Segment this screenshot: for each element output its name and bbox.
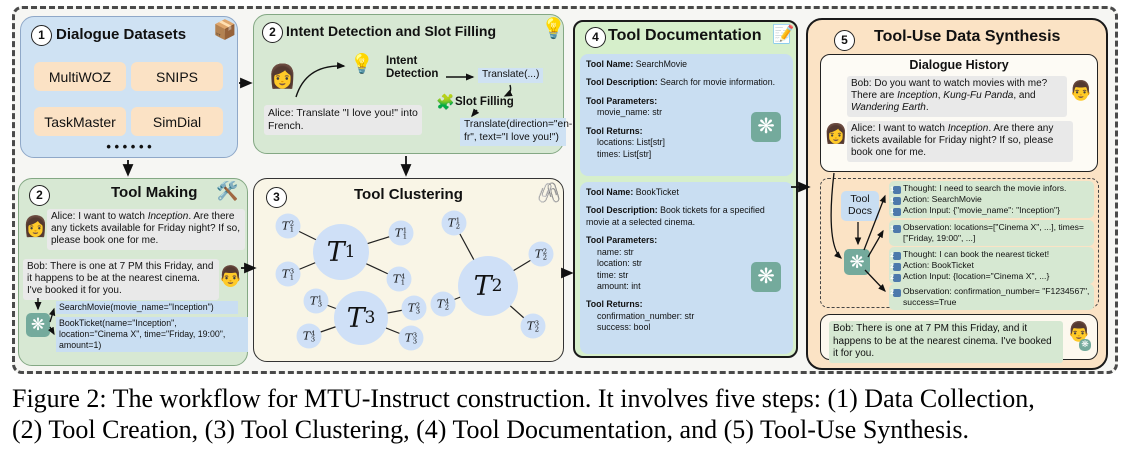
dataset-simdial: SimDial — [131, 107, 223, 136]
tool-call-bookticket: BookTicket(name="Inception", location="C… — [56, 317, 248, 352]
panel-title-tool-making: Tool Making — [111, 184, 198, 201]
panel-title-intent-slot: Intent Detection and Slot Filling — [286, 23, 496, 39]
cluster-t1-label: T — [326, 236, 345, 268]
alice-history-utterance: Alice: I want to watch Inception. Are th… — [847, 121, 1073, 162]
figure-caption: Figure 2: The workflow for MTU-Instruct … — [12, 383, 1132, 445]
dataset-snips: SNIPS — [131, 62, 223, 91]
dialogue-history-title: Dialogue History — [909, 58, 1009, 72]
openai-logo-icon: ❋ — [751, 112, 781, 142]
intent-detection-label: Intent Detection — [386, 55, 439, 81]
panel-tool-making: 2 Tool Making 🛠️ 👩 Alice: I want to watc… — [18, 178, 248, 366]
doc-field-description: Tool Description: Book tickets for a spe… — [586, 205, 765, 227]
intent-result-chip: Translate(...) — [478, 68, 544, 83]
openai-logo-icon: ❋ — [844, 249, 870, 275]
doc-field-parameters: Tool Parameters: movie_name: str — [586, 95, 663, 118]
step-number-1: 1 — [31, 25, 52, 46]
slot-result-chip: Translate(direction="en-fr", text="I lov… — [460, 118, 572, 146]
caption-line-1: Figure 2: The workflow for MTU-Instruct … — [12, 384, 1035, 413]
tool-doc-searchmovie: Tool Name: SearchMovie Tool Description:… — [580, 54, 793, 176]
step-number-3: 3 — [266, 187, 287, 208]
bob-avatar-icon: 👨 — [1067, 322, 1091, 343]
dataset-taskmaster: TaskMaster — [34, 107, 126, 136]
alice-utterance: Alice: Translate "I love you!" into Fren… — [264, 105, 422, 135]
tool-call-searchmovie: SearchMovie(movie_name="Inception") — [56, 301, 238, 314]
caption-line-2: (2) Tool Creation, (3) Tool Clustering, … — [12, 415, 970, 445]
step-number-5: 5 — [834, 30, 855, 51]
puzzle-icon: 🧩 — [436, 94, 455, 111]
panel-dialogue-datasets: 1 Dialogue Datasets 📦 MultiWOZ SNIPS Tas… — [20, 16, 238, 158]
bob-history-utterance: Bob: Do you want to watch movies with me… — [847, 76, 1067, 117]
doc-field-parameters: Tool Parameters: name: str location: str… — [586, 235, 658, 291]
panel-intent-slot: 2 Intent Detection and Slot Filling 💡 👩 … — [253, 14, 572, 154]
cluster-t2-label: T — [473, 270, 492, 302]
panel-tool-use-synthesis: 5 Tool-Use Data Synthesis Dialogue Histo… — [806, 18, 1108, 370]
panel-title-dialogue-datasets: Dialogue Datasets — [56, 26, 187, 43]
alice-avatar-icon: 👩 — [23, 216, 48, 238]
openai-logo-icon: ❋ — [751, 262, 781, 292]
doc-field-returns: Tool Returns: confirmation_number: str s… — [586, 299, 695, 333]
final-response-box: Bob: There is one at 7 PM this Friday, a… — [820, 314, 1098, 363]
openai-logo-icon: ❋ — [1079, 339, 1091, 351]
panel-tool-documentation: 4 Tool Documentation 📝 Tool Name: Search… — [573, 20, 798, 358]
panel-title-tool-documentation: Tool Documentation — [608, 27, 762, 44]
panel-title-synthesis: Tool-Use Data Synthesis — [874, 28, 1061, 45]
doc-field-description: Tool Description: Search for movie infor… — [586, 77, 776, 88]
tool-docs-chip: Tool Docs — [841, 191, 879, 221]
bob-final-utterance: Bob: There is one at 7 PM this Friday, a… — [829, 321, 1063, 363]
slot-filling-label: Slot Filling — [455, 96, 514, 108]
idea-bulb-icon: 💡 — [350, 54, 374, 75]
datasets-ellipsis: • • • • • • — [106, 139, 152, 154]
step-number-4: 4 — [585, 27, 606, 48]
doc-field-name: Tool Name: BookTicket — [586, 187, 679, 197]
paperclips-icon: 🖇️ — [537, 183, 561, 204]
dataset-multiwoz: MultiWOZ — [34, 62, 126, 91]
panel-title-tool-clustering: Tool Clustering — [354, 186, 463, 203]
bob-avatar-icon: 👨 — [1069, 81, 1093, 102]
cluster-t3-label: T — [346, 302, 365, 334]
tool-doc-bookticket: Tool Name: BookTicket Tool Description: … — [580, 182, 793, 354]
bob-utterance: Bob: There is one at 7 PM this Friday, a… — [23, 259, 219, 300]
memo-icon: 📝 — [772, 24, 795, 44]
bulb-icon: 💡 — [541, 18, 566, 40]
openai-logo-icon: ❋ — [26, 313, 50, 337]
alice-avatar-icon: 👩 — [824, 124, 848, 145]
bob-avatar-icon: 👨 — [218, 266, 243, 288]
tools-icon: 🛠️ — [216, 181, 239, 201]
package-icon: 📦 — [213, 20, 237, 41]
dialogue-history-box: Dialogue History Bob: Do you want to wat… — [820, 54, 1098, 172]
alice-avatar-icon: 👩 — [268, 63, 297, 89]
step-number-2b: 2 — [29, 185, 50, 206]
step-number-2a: 2 — [262, 22, 283, 43]
alice-utterance: Alice: I want to watch Inception. Are th… — [47, 209, 245, 250]
doc-field-returns: Tool Returns: locations: List[str] times… — [586, 125, 665, 159]
doc-field-name: Tool Name: SearchMovie — [586, 59, 688, 69]
